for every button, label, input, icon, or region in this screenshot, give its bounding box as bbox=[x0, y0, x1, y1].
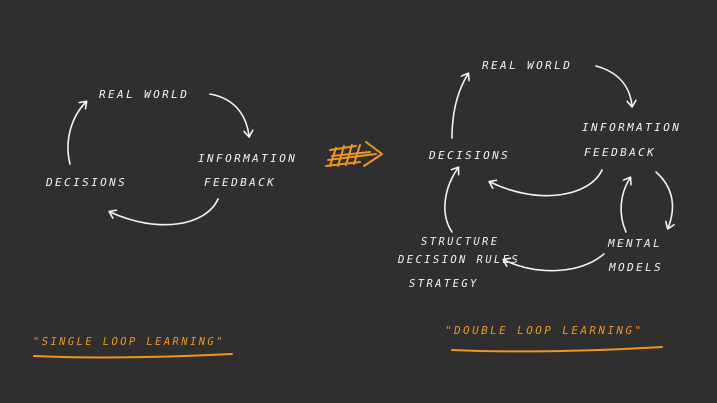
single-loop-underline bbox=[33, 353, 233, 359]
double-information-label: INFORMATION bbox=[582, 121, 681, 134]
double-loop-caption: "DOUBLE LOOP LEARNING" bbox=[445, 324, 663, 353]
arrow-mental-models-to-structure bbox=[504, 253, 605, 272]
single-loop-diagram: REAL WORLD INFORMATION FEEDBACK DECISION… bbox=[45, 88, 297, 226]
arrow-decisions-to-real-world bbox=[67, 102, 86, 165]
mental-label: MENTAL bbox=[607, 237, 662, 250]
double-feedback-label: FEEDBACK bbox=[584, 146, 656, 159]
double-loop-underline bbox=[451, 346, 663, 353]
arrow-structure-to-decisions bbox=[444, 168, 458, 233]
transition-arrow-icon bbox=[325, 141, 383, 167]
arrow-dl-real-world-to-info bbox=[595, 65, 632, 106]
double-decisions-label: DECISIONS bbox=[428, 149, 510, 162]
models-label: MODELS bbox=[608, 261, 663, 274]
decision-rules-label: DECISION RULES bbox=[397, 254, 520, 266]
single-information-label: INFORMATION bbox=[198, 152, 297, 165]
arrow-dl-decisions-to-real-world bbox=[451, 74, 468, 139]
structure-label: STRUCTURE bbox=[421, 236, 500, 248]
single-real-world-label: REAL WORLD bbox=[99, 88, 189, 101]
double-loop-caption-text: "DOUBLE LOOP LEARNING" bbox=[445, 324, 644, 337]
single-loop-caption: "SINGLE LOOP LEARNING" bbox=[33, 336, 233, 359]
arrow-feedback-to-decisions bbox=[110, 198, 219, 226]
double-loop-diagram: REAL WORLD INFORMATION FEEDBACK DECISION… bbox=[397, 59, 681, 290]
arrow-feedback-to-mental-models bbox=[655, 171, 672, 228]
single-decisions-label: DECISIONS bbox=[45, 176, 127, 189]
arrow-mental-models-to-info bbox=[620, 178, 630, 233]
single-loop-caption-text: "SINGLE LOOP LEARNING" bbox=[33, 336, 225, 348]
single-feedback-label: FEEDBACK bbox=[204, 176, 276, 189]
strategy-label: STRATEGY bbox=[409, 278, 479, 290]
arrow-real-world-to-info bbox=[209, 93, 249, 136]
double-real-world-label: REAL WORLD bbox=[482, 59, 572, 72]
arrow-dl-feedback-to-decisions bbox=[490, 169, 603, 197]
